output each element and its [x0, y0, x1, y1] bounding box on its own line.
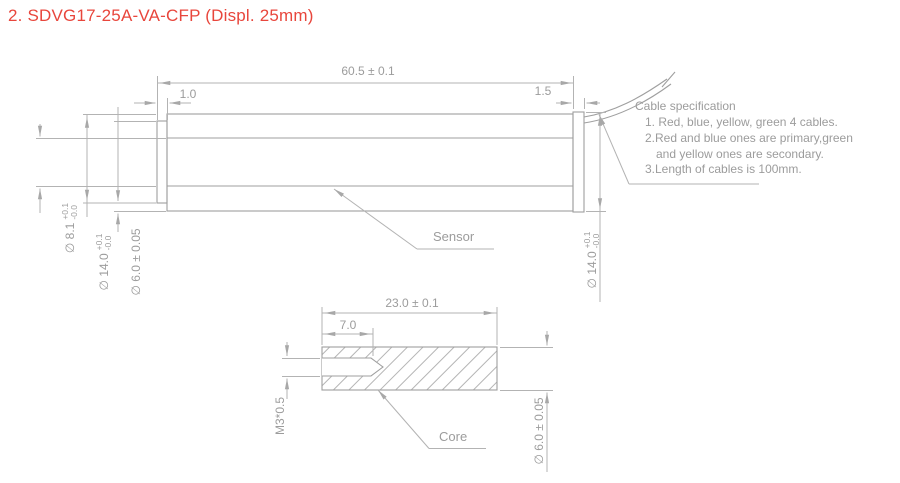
dim-overall-length: 60.5 ± 0.1 [341, 64, 395, 78]
core-thread-hole [322, 358, 383, 376]
dim-core-length: 23.0 ± 0.1 [385, 296, 439, 310]
dim-rod-diameter: ∅ 6.0 ± 0.05 [129, 228, 143, 296]
bore-tolerance: +0.1 -0.0 [60, 202, 79, 220]
sensor-leader-line [333, 188, 418, 250]
body-right-tolerance: +0.1 -0.0 [582, 231, 601, 249]
cable-spec-leader-line [598, 114, 630, 185]
core-part-label: Core [439, 429, 468, 444]
dim-bore-diameter: ∅ 8.1 +0.1 -0.0 [60, 202, 79, 254]
sensor-front-cap [156, 120, 168, 204]
cable-spec-line-1: 1. Red, blue, yellow, green 4 cables. [645, 115, 838, 129]
sensor-outline [156, 71, 676, 213]
cable-spec-heading: Cable specification [635, 99, 736, 113]
sensor-dimension-lines [36, 76, 759, 302]
sensor-body [166, 113, 574, 212]
dim-body-diameter-left: ∅ 14.0 +0.1 -0.0 [94, 233, 113, 291]
cable-line-1 [583, 78, 668, 118]
core-dimension-lines [282, 307, 553, 472]
dim-body-diameter-right: ∅ 14.0 +0.1 -0.0 [582, 231, 601, 289]
core-outline [321, 346, 498, 391]
cable-line-2 [583, 83, 672, 124]
cable-spec-line-2: 2.Red and blue ones are primary,green [645, 131, 853, 145]
core-leader-line [377, 389, 430, 449]
dim-front-cap: 1.0 [179, 87, 197, 101]
body-left-tolerance: +0.1 -0.0 [94, 233, 113, 251]
page-title: 2. SDVG17-25A-VA-CFP (Displ. 25mm) [8, 6, 314, 25]
dim-thread-spec: M3*0.5 [273, 396, 287, 436]
sensor-rear-cap [572, 111, 585, 213]
cable-spec-line-3: and yellow ones are secondary. [656, 147, 824, 161]
dim-thread-depth: 7.0 [339, 318, 357, 332]
cable-spec-line-4: 3.Length of cables is 100mm. [645, 162, 802, 176]
dim-core-diameter: ∅ 6.0 ± 0.05 [532, 397, 546, 465]
cable-end [661, 71, 676, 88]
dim-rear-cap: 1.5 [534, 84, 552, 98]
sensor-part-label: Sensor [433, 229, 475, 244]
